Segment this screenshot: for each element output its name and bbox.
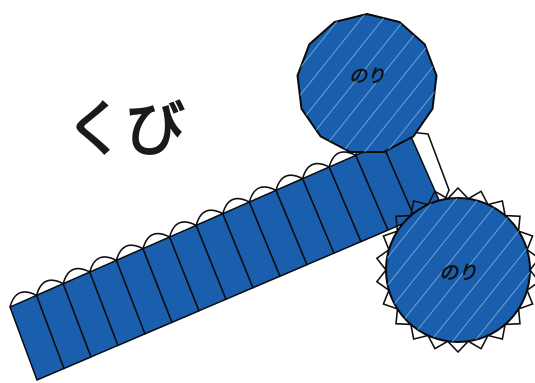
hatch-line [362, 14, 437, 152]
hatch-line [428, 14, 437, 152]
hatch-line [297, 14, 388, 152]
hatch-line [297, 14, 300, 152]
hatch-line [386, 198, 458, 342]
hatch-line [297, 14, 344, 152]
title-label: くび [65, 95, 185, 165]
hatch-line [407, 198, 524, 342]
hatch-line [451, 198, 530, 342]
hatch-line [386, 198, 436, 342]
bottom-glue-circle: のり [375, 186, 535, 354]
top-glue-circle: のり [296, 12, 438, 153]
hatch-line [386, 198, 502, 342]
hatch-line [297, 14, 366, 152]
hatch-line [318, 14, 432, 152]
glue-label-bottom: のり [439, 262, 477, 284]
glue-label-top: のり [349, 66, 385, 87]
neck-strip [9, 131, 443, 381]
hatch-line [473, 198, 530, 342]
hatch-line [384, 14, 437, 152]
hatch-line [386, 198, 480, 342]
